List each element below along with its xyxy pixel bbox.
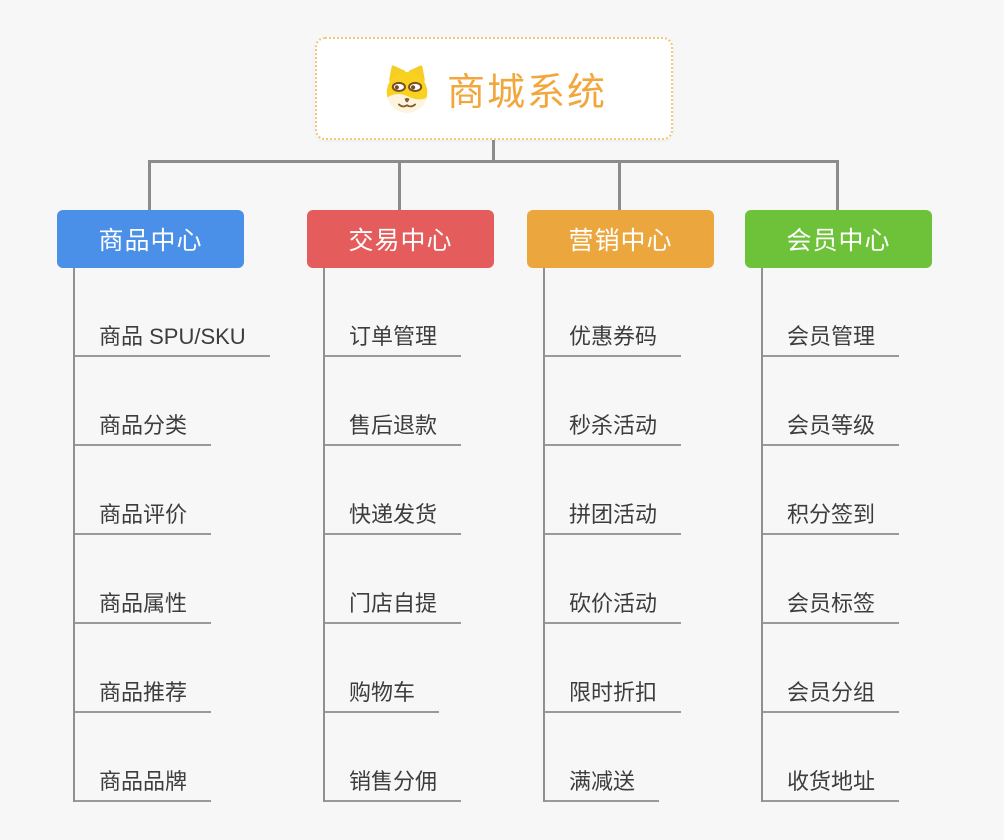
branch-trade-center: 交易中心 订单管理 售后退款 快递发货 门店自提 购物车 销售分佣 [307,210,537,802]
branch-item: 满减送 [543,713,757,802]
branch-item-label[interactable]: 门店自提 [323,590,462,624]
branch-item: 会员管理 [761,268,975,357]
branch-item: 销售分佣 [323,713,537,802]
branch-item: 会员标签 [761,535,975,624]
branch-item-label[interactable]: 商品品牌 [73,768,212,802]
branch-item-label[interactable]: 快递发货 [323,501,462,535]
branch-item-label[interactable]: 收货地址 [761,768,900,802]
branch-item: 购物车 [323,624,537,713]
branch-items: 订单管理 售后退款 快递发货 门店自提 购物车 销售分佣 [323,268,537,802]
branch-member-center: 会员中心 会员管理 会员等级 积分签到 会员标签 会员分组 收货地址 [745,210,975,802]
branch-item: 商品分类 [73,357,287,446]
branch-item: 会员等级 [761,357,975,446]
connector-line [618,160,621,211]
connector-line [73,268,75,802]
branch-header-product-center[interactable]: 商品中心 [57,210,244,268]
branch-item-label[interactable]: 购物车 [323,679,440,713]
root-node[interactable]: 商城系统 [315,37,673,140]
branch-item-label[interactable]: 商品分类 [73,412,212,446]
branch-item: 商品评价 [73,446,287,535]
branch-items: 商品 SPU/SKU 商品分类 商品评价 商品属性 商品推荐 商品品牌 [73,268,287,802]
branch-item: 优惠券码 [543,268,757,357]
root-title: 商城系统 [446,72,607,114]
branch-item-label[interactable]: 商品推荐 [73,679,212,713]
branch-item: 商品推荐 [73,624,287,713]
branch-items: 会员管理 会员等级 积分签到 会员标签 会员分组 收货地址 [761,268,975,802]
connector-line [398,160,401,211]
branch-header-trade-center[interactable]: 交易中心 [307,210,494,268]
branch-item: 砍价活动 [543,535,757,624]
branch-item-label[interactable]: 商品 SPU/SKU [73,323,270,357]
branch-item-label[interactable]: 限时折扣 [543,679,682,713]
branch-item: 快递发货 [323,446,537,535]
connector-line [761,268,763,802]
branch-item: 秒杀活动 [543,357,757,446]
branch-item: 售后退款 [323,357,537,446]
branch-item: 限时折扣 [543,624,757,713]
branch-item-label[interactable]: 商品评价 [73,501,212,535]
connector-line [148,160,151,211]
connector-line [323,268,325,802]
branch-item-label[interactable]: 会员标签 [761,590,900,624]
branch-item-label[interactable]: 商品属性 [73,590,212,624]
connector-line [148,160,839,163]
branch-item-label[interactable]: 会员分组 [761,679,900,713]
branch-items: 优惠券码 秒杀活动 拼团活动 砍价活动 限时折扣 满减送 [543,268,757,802]
branch-header-marketing-center[interactable]: 营销中心 [527,210,714,268]
connector-line [492,139,495,162]
branch-item-label[interactable]: 满减送 [543,768,660,802]
branch-item-label[interactable]: 订单管理 [323,323,462,357]
connector-line [543,268,545,802]
connector-line [836,160,839,211]
doge-icon [386,64,428,113]
branch-item-label[interactable]: 优惠券码 [543,323,682,357]
branch-item-label[interactable]: 积分签到 [761,501,900,535]
branch-item: 订单管理 [323,268,537,357]
branch-product-center: 商品中心 商品 SPU/SKU 商品分类 商品评价 商品属性 商品推荐 商品品牌 [57,210,287,802]
branch-item-label[interactable]: 销售分佣 [323,768,462,802]
branch-item: 拼团活动 [543,446,757,535]
branch-item-label[interactable]: 售后退款 [323,412,462,446]
branch-item: 积分签到 [761,446,975,535]
branch-item-label[interactable]: 秒杀活动 [543,412,682,446]
branch-marketing-center: 营销中心 优惠券码 秒杀活动 拼团活动 砍价活动 限时折扣 满减送 [527,210,757,802]
branch-item-label[interactable]: 会员等级 [761,412,900,446]
branch-item: 商品品牌 [73,713,287,802]
branch-item-label[interactable]: 会员管理 [761,323,900,357]
branch-item: 会员分组 [761,624,975,713]
branch-item: 门店自提 [323,535,537,624]
branch-item-label[interactable]: 拼团活动 [543,501,682,535]
branch-item: 收货地址 [761,713,975,802]
branch-item: 商品属性 [73,535,287,624]
branch-item-label[interactable]: 砍价活动 [543,590,682,624]
branch-header-member-center[interactable]: 会员中心 [745,210,932,268]
branch-item: 商品 SPU/SKU [73,268,287,357]
